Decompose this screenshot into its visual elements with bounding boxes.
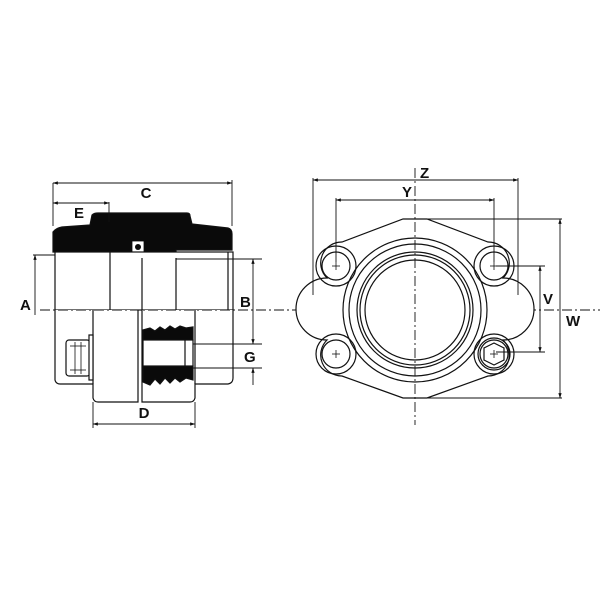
- dimension-b: [176, 258, 262, 345]
- side-view: [52, 212, 234, 403]
- dimension-y: [335, 198, 495, 262]
- label-e: E: [74, 205, 84, 222]
- label-v: V: [543, 291, 553, 308]
- label-y: Y: [402, 184, 412, 201]
- dimension-z: [312, 178, 519, 295]
- label-z: Z: [420, 165, 429, 182]
- bolt-hole-bottom-right: [473, 333, 515, 375]
- dimension-e: [52, 201, 110, 222]
- label-w: W: [566, 313, 581, 330]
- label-c: C: [141, 185, 152, 202]
- label-a: A: [20, 297, 31, 314]
- bolt-hole-bottom-left: [315, 333, 357, 375]
- label-b: B: [240, 294, 251, 311]
- clamp-top-body: [52, 212, 233, 259]
- dimension-g: [193, 367, 262, 385]
- dimension-a: [33, 254, 55, 315]
- dimension-v: [496, 265, 545, 353]
- dimension-w: [427, 218, 562, 399]
- label-g: G: [244, 349, 256, 366]
- label-d: D: [139, 405, 150, 422]
- dimension-d: [92, 402, 196, 428]
